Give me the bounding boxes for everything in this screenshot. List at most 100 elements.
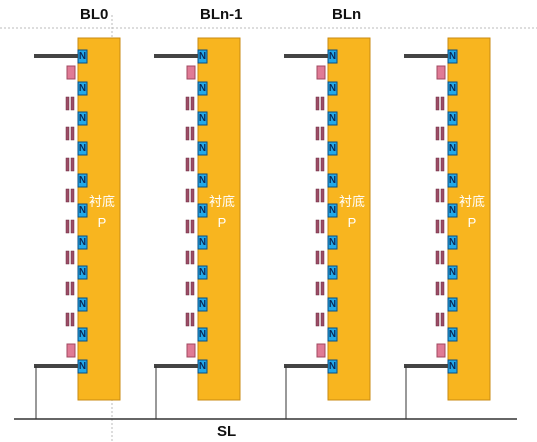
n-region-2-7 (327, 265, 338, 280)
floating-gate-3-8 (440, 312, 445, 327)
floating-gate-2-4 (320, 188, 325, 203)
n-region-label: N (198, 361, 207, 372)
control-gate-3-3 (435, 157, 440, 172)
bit-line-contact-0 (34, 54, 78, 58)
n-region-label: N (448, 205, 457, 216)
n-region-label: N (198, 329, 207, 340)
n-region-label: N (448, 299, 457, 310)
n-region-label: N (328, 267, 337, 278)
floating-gate-2-8 (320, 312, 325, 327)
n-region-label: N (328, 237, 337, 248)
n-region-label: N (78, 329, 87, 340)
n-region-3-3 (447, 141, 458, 156)
n-region-2-3 (327, 141, 338, 156)
floating-gate-1-2 (190, 126, 195, 141)
control-gate-2-8 (315, 312, 320, 327)
floating-gate-1-3 (190, 157, 195, 172)
select-gate-2-0 (316, 65, 326, 80)
n-region-label: N (78, 143, 87, 154)
control-gate-2-7 (315, 281, 320, 296)
n-region-label: N (78, 83, 87, 94)
control-gate-2-6 (315, 250, 320, 265)
bit-line-contact-3 (404, 54, 448, 58)
n-region-label: N (448, 329, 457, 340)
n-region-3-2 (447, 111, 458, 126)
n-region-2-2 (327, 111, 338, 126)
n-region-1-9 (197, 327, 208, 342)
control-gate-0-5 (65, 219, 70, 234)
n-region-label: N (78, 299, 87, 310)
source-line-contact-2 (284, 364, 328, 368)
n-region-label: N (198, 51, 207, 62)
control-gate-3-2 (435, 126, 440, 141)
control-gate-2-1 (315, 96, 320, 111)
select-gate-3-9 (436, 343, 446, 358)
floating-gate-2-1 (320, 96, 325, 111)
n-region-label: N (78, 361, 87, 372)
n-region-0-4 (77, 173, 88, 188)
n-region-label: N (198, 83, 207, 94)
n-region-label: N (448, 113, 457, 124)
select-gate-0-9 (66, 343, 76, 358)
n-region-label: N (448, 237, 457, 248)
floating-gate-1-8 (190, 312, 195, 327)
floating-gate-2-7 (320, 281, 325, 296)
floating-gate-0-8 (70, 312, 75, 327)
control-gate-0-4 (65, 188, 70, 203)
n-region-label: N (328, 83, 337, 94)
control-gate-3-4 (435, 188, 440, 203)
n-region-label: N (328, 113, 337, 124)
n-region-label: N (78, 113, 87, 124)
floating-gate-2-6 (320, 250, 325, 265)
control-gate-3-8 (435, 312, 440, 327)
n-region-label: N (328, 205, 337, 216)
floating-gate-2-3 (320, 157, 325, 172)
bit-line-contact-1 (154, 54, 198, 58)
floating-gate-1-6 (190, 250, 195, 265)
n-region-label: N (198, 205, 207, 216)
n-region-label: N (78, 175, 87, 186)
n-region-0-1 (77, 81, 88, 96)
substrate-type-label: P (97, 215, 107, 230)
n-region-1-4 (197, 173, 208, 188)
control-gate-0-3 (65, 157, 70, 172)
control-gate-3-5 (435, 219, 440, 234)
n-region-0-9 (77, 327, 88, 342)
n-region-3-5 (447, 203, 458, 218)
n-region-label: N (78, 205, 87, 216)
n-region-label: N (448, 175, 457, 186)
floating-gate-2-5 (320, 219, 325, 234)
n-region-label: N (328, 299, 337, 310)
floating-gate-1-7 (190, 281, 195, 296)
n-region-label: N (78, 267, 87, 278)
n-region-label: N (448, 83, 457, 94)
floating-gate-0-2 (70, 126, 75, 141)
control-gate-1-6 (185, 250, 190, 265)
select-gate-1-0 (186, 65, 196, 80)
n-region-1-5 (197, 203, 208, 218)
n-region-3-4 (447, 173, 458, 188)
floating-gate-2-2 (320, 126, 325, 141)
control-gate-0-6 (65, 250, 70, 265)
n-region-label: N (328, 143, 337, 154)
control-gate-3-6 (435, 250, 440, 265)
control-gate-2-2 (315, 126, 320, 141)
n-region-0-6 (77, 235, 88, 250)
substrate-label: 衬底 (458, 194, 485, 209)
floating-gate-0-5 (70, 219, 75, 234)
bit-line-label-bln-1: BLn-1 (200, 6, 243, 23)
n-region-label: N (198, 143, 207, 154)
select-gate-0-0 (66, 65, 76, 80)
control-gate-1-3 (185, 157, 190, 172)
n-region-3-7 (447, 265, 458, 280)
floating-gate-3-6 (440, 250, 445, 265)
substrate-label: 衬底 (338, 194, 365, 209)
n-region-0-5 (77, 203, 88, 218)
n-region-1-1 (197, 81, 208, 96)
n-region-2-8 (327, 297, 338, 312)
n-region-3-6 (447, 235, 458, 250)
floating-gate-3-4 (440, 188, 445, 203)
n-region-2-6 (327, 235, 338, 250)
floating-gate-3-7 (440, 281, 445, 296)
